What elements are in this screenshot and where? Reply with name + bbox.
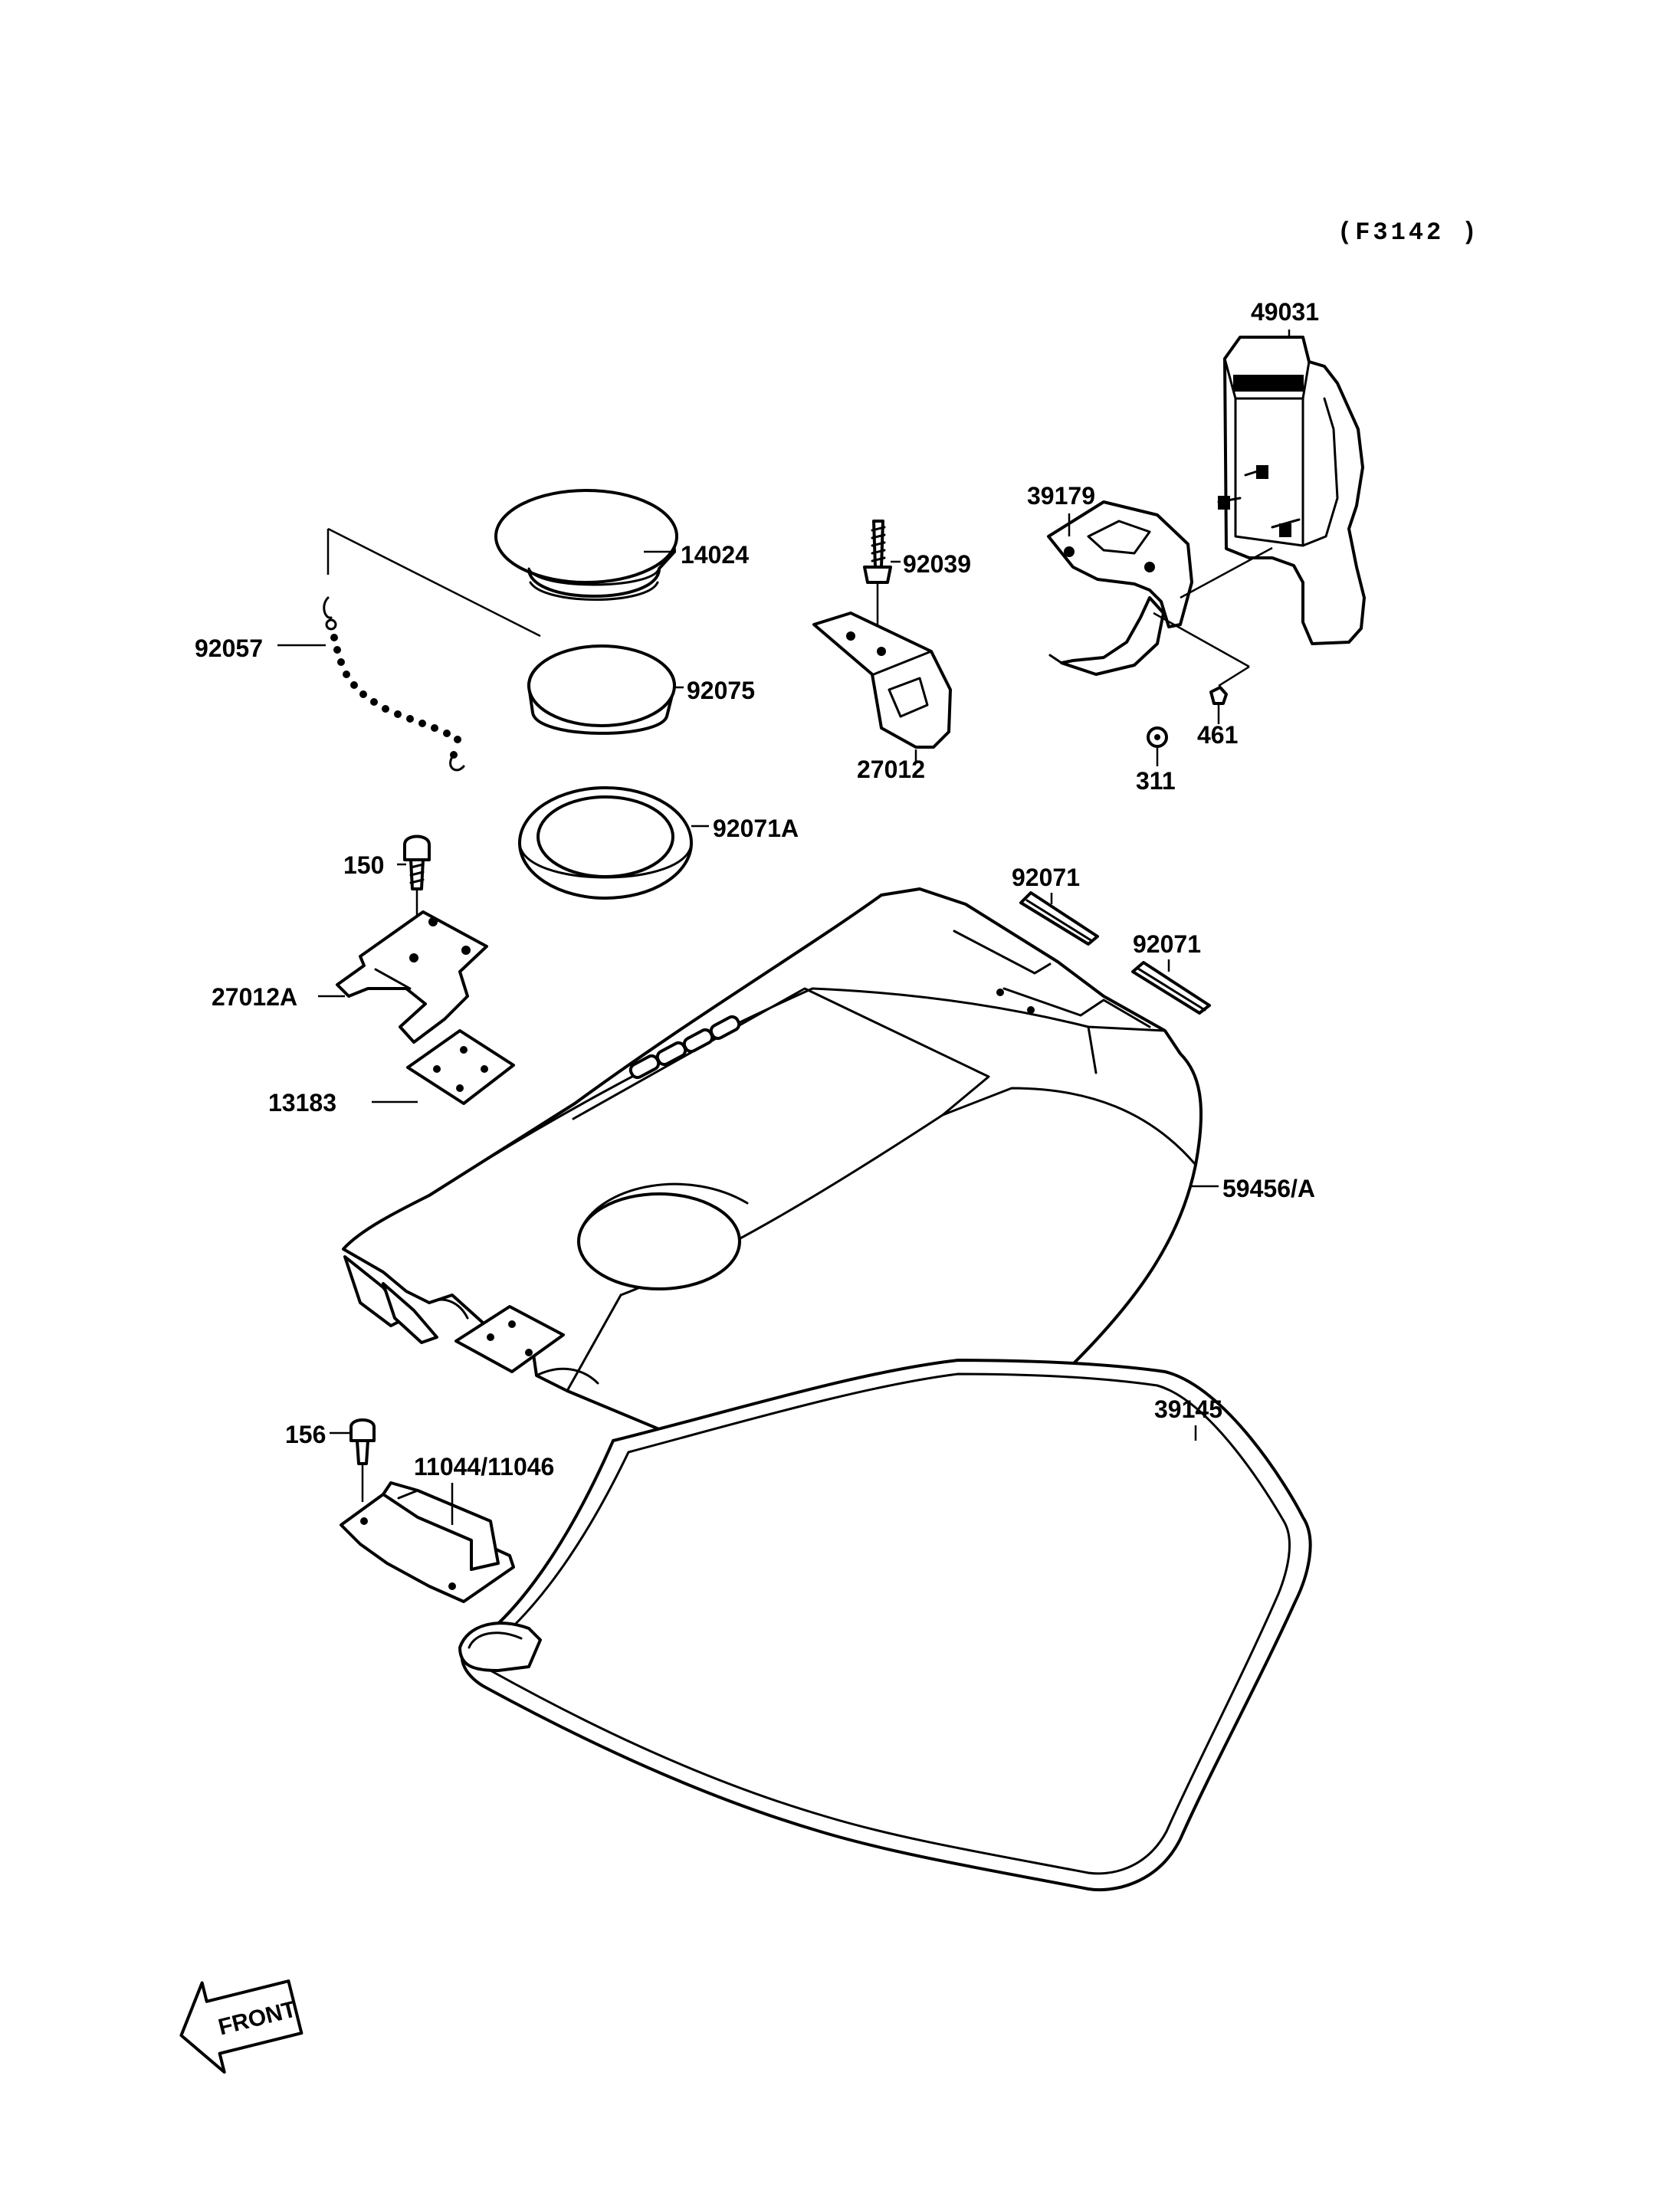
label-92071-b[interactable]: 92071 xyxy=(1133,930,1201,958)
label-27012A[interactable]: 27012A xyxy=(212,983,297,1011)
part-92071A-drawing xyxy=(518,786,693,900)
part-49031-drawing xyxy=(1217,336,1366,645)
label-92071A[interactable]: 92071A xyxy=(713,815,799,842)
part-39145-drawing xyxy=(458,1359,1312,1892)
part-27012A-drawing xyxy=(336,910,488,1044)
part-92039-drawing xyxy=(863,520,892,628)
label-14024[interactable]: 14024 xyxy=(681,541,749,569)
part-11044-11046-drawing xyxy=(340,1481,515,1603)
label-92039[interactable]: 92039 xyxy=(903,550,971,578)
part-156-drawing xyxy=(349,1418,376,1502)
label-11044-11046[interactable]: 11044/11046 xyxy=(414,1453,554,1481)
label-92071-a[interactable]: 92071 xyxy=(1012,864,1080,891)
part-461-drawing xyxy=(1209,686,1228,705)
label-92075[interactable]: 92075 xyxy=(687,677,755,704)
label-311[interactable]: 311 xyxy=(1136,767,1176,795)
part-92075-drawing xyxy=(527,644,676,735)
part-311-drawing xyxy=(1147,726,1168,748)
label-13183[interactable]: 13183 xyxy=(268,1089,336,1117)
part-27012-drawing xyxy=(812,612,952,749)
part-13183-drawing xyxy=(406,1029,515,1105)
part-92071-b-drawing xyxy=(1131,961,1211,1015)
part-labels: 49031 39179 14024 92039 92057 92075 2701… xyxy=(195,298,1319,1481)
part-39179-drawing xyxy=(1047,500,1273,687)
label-49031[interactable]: 49031 xyxy=(1251,298,1319,326)
label-39179[interactable]: 39179 xyxy=(1027,482,1095,510)
part-150-drawing xyxy=(403,835,431,931)
leader-lines xyxy=(277,330,1291,1525)
part-92057-drawing xyxy=(323,527,541,772)
label-92057[interactable]: 92057 xyxy=(195,635,263,662)
label-461[interactable]: 461 xyxy=(1197,721,1238,749)
part-14024-drawing xyxy=(494,489,678,601)
part-92071-a-drawing xyxy=(1019,891,1099,946)
figure-code: (F3142 ) xyxy=(1337,218,1480,247)
label-39145[interactable]: 39145 xyxy=(1154,1395,1222,1423)
label-156[interactable]: 156 xyxy=(285,1421,326,1448)
label-27012[interactable]: 27012 xyxy=(857,756,925,783)
label-150[interactable]: 150 xyxy=(343,851,384,879)
front-direction-arrow: FRONT xyxy=(179,1979,304,2074)
label-59456A[interactable]: 59456/A xyxy=(1222,1175,1315,1202)
